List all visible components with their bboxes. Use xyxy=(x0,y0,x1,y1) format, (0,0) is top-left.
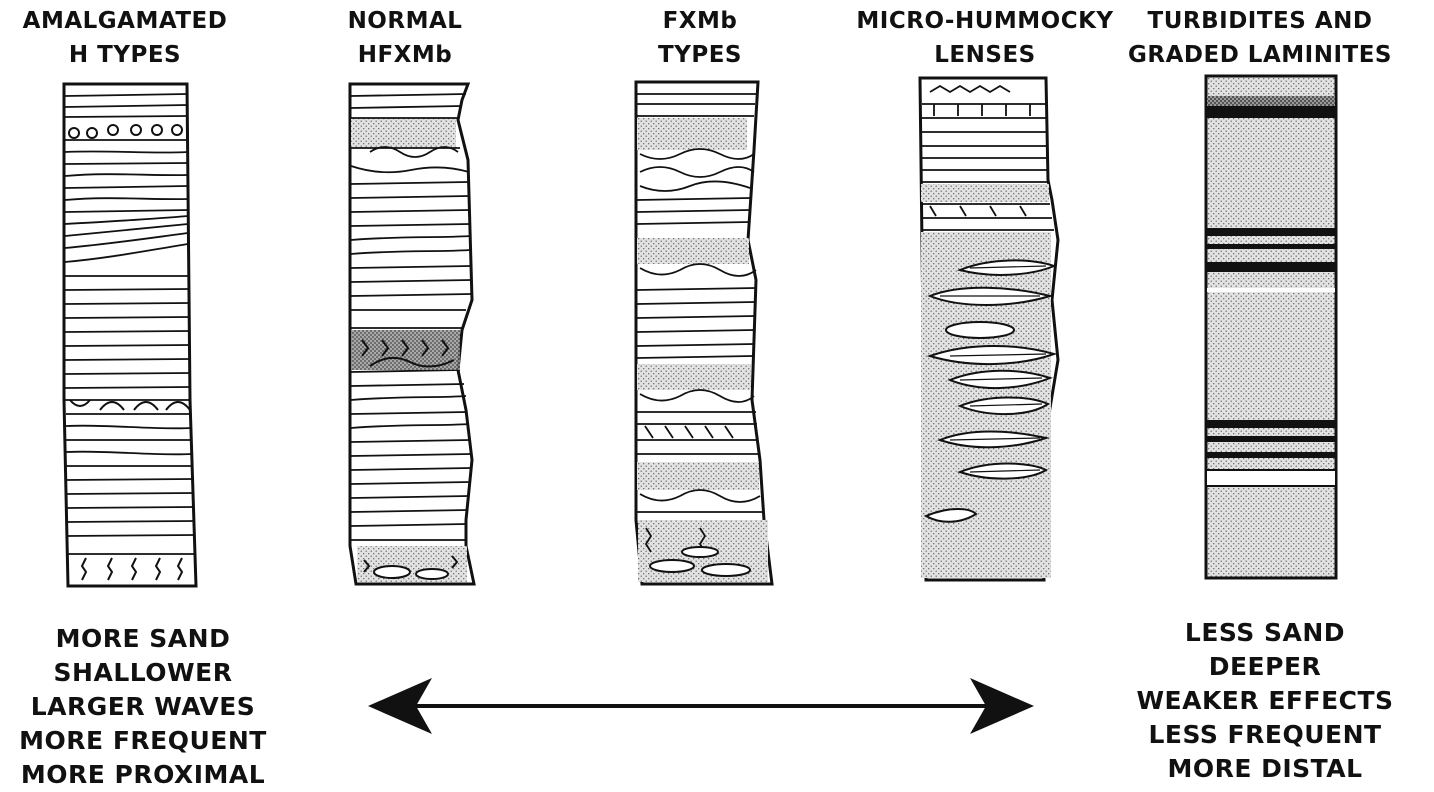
right-trend-list: LESS SAND DEEPER WEAKER EFFECTS LESS FRE… xyxy=(1110,616,1420,786)
trend-item: LESS SAND xyxy=(1110,616,1420,650)
column-amalgamated-h-types xyxy=(64,84,196,586)
trend-item: MORE FREQUENT xyxy=(0,724,286,758)
column-turbidites-graded-laminites xyxy=(1206,76,1336,578)
trend-item: MORE DISTAL xyxy=(1110,752,1420,786)
trend-item: DEEPER xyxy=(1110,650,1420,684)
column-micro-hummocky-lenses xyxy=(920,78,1058,580)
trend-item: LARGER WAVES xyxy=(0,690,286,724)
column-normal-hfxmb xyxy=(350,84,474,584)
left-trend-list: MORE SAND SHALLOWER LARGER WAVES MORE FR… xyxy=(0,622,286,792)
trend-item: SHALLOWER xyxy=(0,656,286,690)
trend-item: LESS FREQUENT xyxy=(1110,718,1420,752)
trend-item: WEAKER EFFECTS xyxy=(1110,684,1420,718)
trend-item: MORE SAND xyxy=(0,622,286,656)
column-fxmb-types xyxy=(636,82,772,584)
trend-item: MORE PROXIMAL xyxy=(0,758,286,792)
